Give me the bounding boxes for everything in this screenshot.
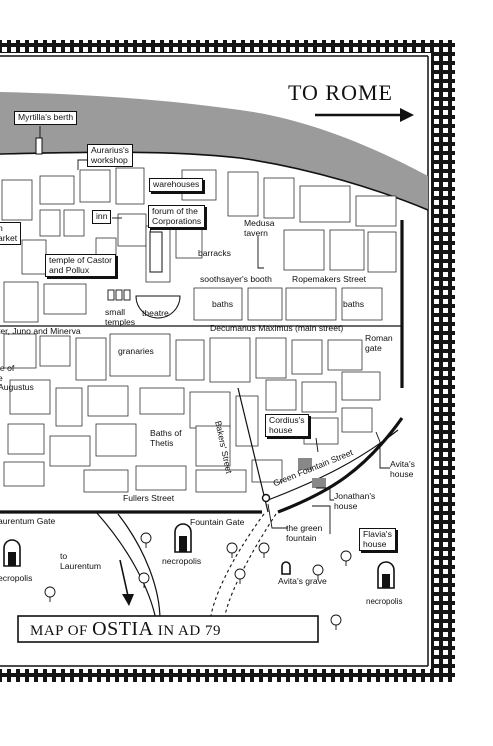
roman-gate-label: Roman gate bbox=[365, 333, 393, 353]
avita-house-label: Avita's house bbox=[390, 459, 415, 479]
granaries-label: granaries bbox=[118, 346, 154, 356]
necropolis-label-mid: necropolis bbox=[162, 556, 202, 566]
pier bbox=[35, 137, 43, 155]
city-wall bbox=[0, 220, 404, 514]
avita-grave-label: Avita's grave bbox=[278, 576, 327, 586]
flavia-house-label: Flavia's house bbox=[359, 528, 396, 552]
small-temples-shape bbox=[107, 289, 131, 301]
leader-lines bbox=[39, 126, 390, 534]
inn-label: inn bbox=[92, 210, 112, 224]
streets bbox=[0, 325, 402, 513]
baths-label-a: baths bbox=[212, 299, 234, 309]
road-to-laurentum bbox=[95, 511, 157, 621]
map-title: MAP OF OSTIA IN AD 79 bbox=[30, 618, 221, 641]
laurentum-gate-label: aurentum Gate bbox=[0, 516, 56, 526]
theatre-shape bbox=[135, 295, 181, 319]
green-fountain-label: the green fountain bbox=[286, 523, 323, 543]
map-title-suffix: IN AD 79 bbox=[157, 623, 221, 639]
temple-castor-label: temple of Castor and Pollux bbox=[45, 254, 117, 278]
title-box bbox=[17, 615, 319, 643]
necropolis-label-left: ecropolis bbox=[0, 573, 33, 583]
jonathan-house-shape bbox=[312, 478, 326, 488]
to-rome-arrow bbox=[315, 108, 414, 122]
cordius-house-label: Cordius's house bbox=[265, 414, 309, 438]
baths-label-b: baths bbox=[343, 299, 365, 309]
to-laurentum-label: to Laurentum bbox=[60, 551, 102, 571]
fullers-street-label: Fullers Street bbox=[123, 493, 175, 503]
baths-thetis-label: Baths of Thetis bbox=[150, 428, 182, 448]
barracks-label: barracks bbox=[198, 248, 231, 258]
jonathan-house-label: Jonathan's house bbox=[334, 491, 376, 511]
soothsayer-label: soothsayer's booth bbox=[200, 274, 272, 284]
map-border bbox=[0, 40, 455, 682]
forum-corporations-label: forum of the Corporations bbox=[148, 205, 206, 229]
myrtilla-berth-label: Myrtilla's berth bbox=[14, 111, 78, 125]
jupiter-temple-label: ter, Juno and Minerva bbox=[0, 326, 81, 336]
green-fountain-marker bbox=[261, 493, 271, 503]
map-title-prefix: MAP OF bbox=[30, 623, 88, 639]
market-label: n arket bbox=[0, 222, 22, 246]
medusa-tavern-label: Medusa tavern bbox=[244, 218, 275, 238]
city-blocks bbox=[1, 167, 397, 493]
aurarius-workshop-label: Aurarius's workshop bbox=[87, 144, 133, 168]
warehouses-label: warehouses bbox=[149, 178, 204, 192]
forum-square bbox=[149, 231, 163, 273]
necropolis-label-right: necropolis bbox=[366, 597, 403, 606]
ropemakers-street-label: Ropemakers Street bbox=[292, 274, 367, 284]
augustus-temple-label: le of e Augustus bbox=[0, 363, 34, 393]
theatre-label: theatre bbox=[142, 308, 169, 318]
map-title-city: OSTIA bbox=[92, 618, 154, 640]
cordius-house-shape bbox=[298, 458, 312, 470]
fountain-gate-label: Fountain Gate bbox=[190, 517, 245, 527]
dashed-road bbox=[209, 513, 265, 623]
small-temples-label: small temples bbox=[105, 307, 136, 327]
destination-label: TO ROME bbox=[288, 80, 393, 105]
tree-icons bbox=[44, 532, 352, 626]
river bbox=[0, 92, 428, 210]
decumanus-label: Decumanus Maximus (main street) bbox=[210, 323, 344, 333]
arrow-to-laurentum bbox=[119, 559, 129, 597]
